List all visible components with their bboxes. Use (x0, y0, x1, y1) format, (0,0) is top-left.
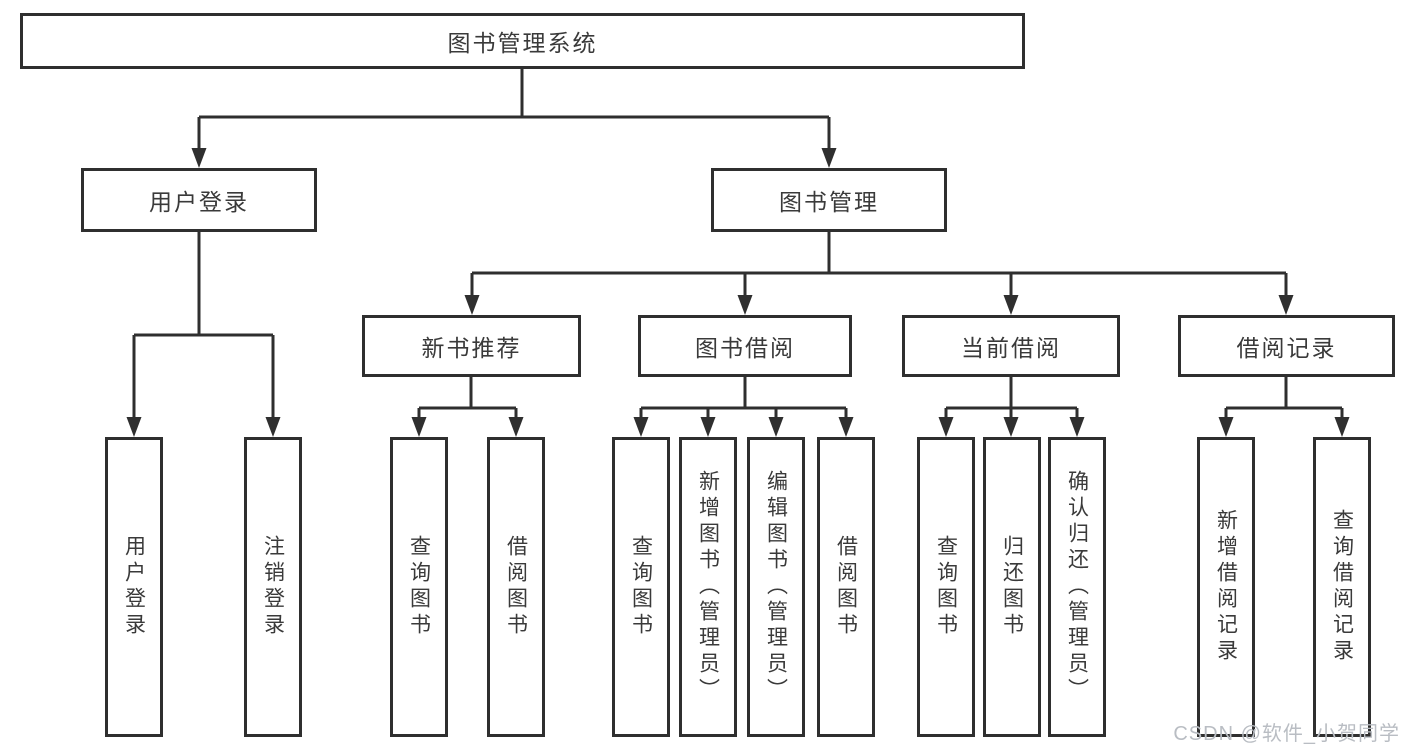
leaf-add-borrow-record: 新增借阅记录 (1197, 437, 1255, 737)
leaf-query-books-current: 查询图书 (917, 437, 975, 737)
node-book-management: 图书管理 (711, 168, 947, 232)
node-borrowing-records: 借阅记录 (1178, 315, 1395, 377)
leaf-confirm-return-admin: 确认归还（管理员） (1048, 437, 1106, 737)
leaf-query-borrow-record: 查询借阅记录 (1313, 437, 1371, 737)
leaf-add-books-admin: 新增图书（管理员） (679, 437, 737, 737)
leaf-return-books: 归还图书 (983, 437, 1041, 737)
leaf-query-books-recommend: 查询图书 (390, 437, 448, 737)
leaf-logout: 注销登录 (244, 437, 302, 737)
leaf-user-login: 用户登录 (105, 437, 163, 737)
leaf-borrow-books-borrowing: 借阅图书 (817, 437, 875, 737)
csdn-watermark: CSDN @软件_小贺同学 (1173, 723, 1400, 745)
node-current-borrowing: 当前借阅 (902, 315, 1120, 377)
node-root-system: 图书管理系统 (20, 13, 1025, 69)
leaf-query-books-borrowing: 查询图书 (612, 437, 670, 737)
node-new-book-recommendation: 新书推荐 (362, 315, 581, 377)
node-book-borrowing: 图书借阅 (638, 315, 852, 377)
node-user-login: 用户登录 (81, 168, 317, 232)
leaf-edit-books-admin: 编辑图书（管理员） (747, 437, 805, 737)
leaf-borrow-books-recommend: 借阅图书 (487, 437, 545, 737)
